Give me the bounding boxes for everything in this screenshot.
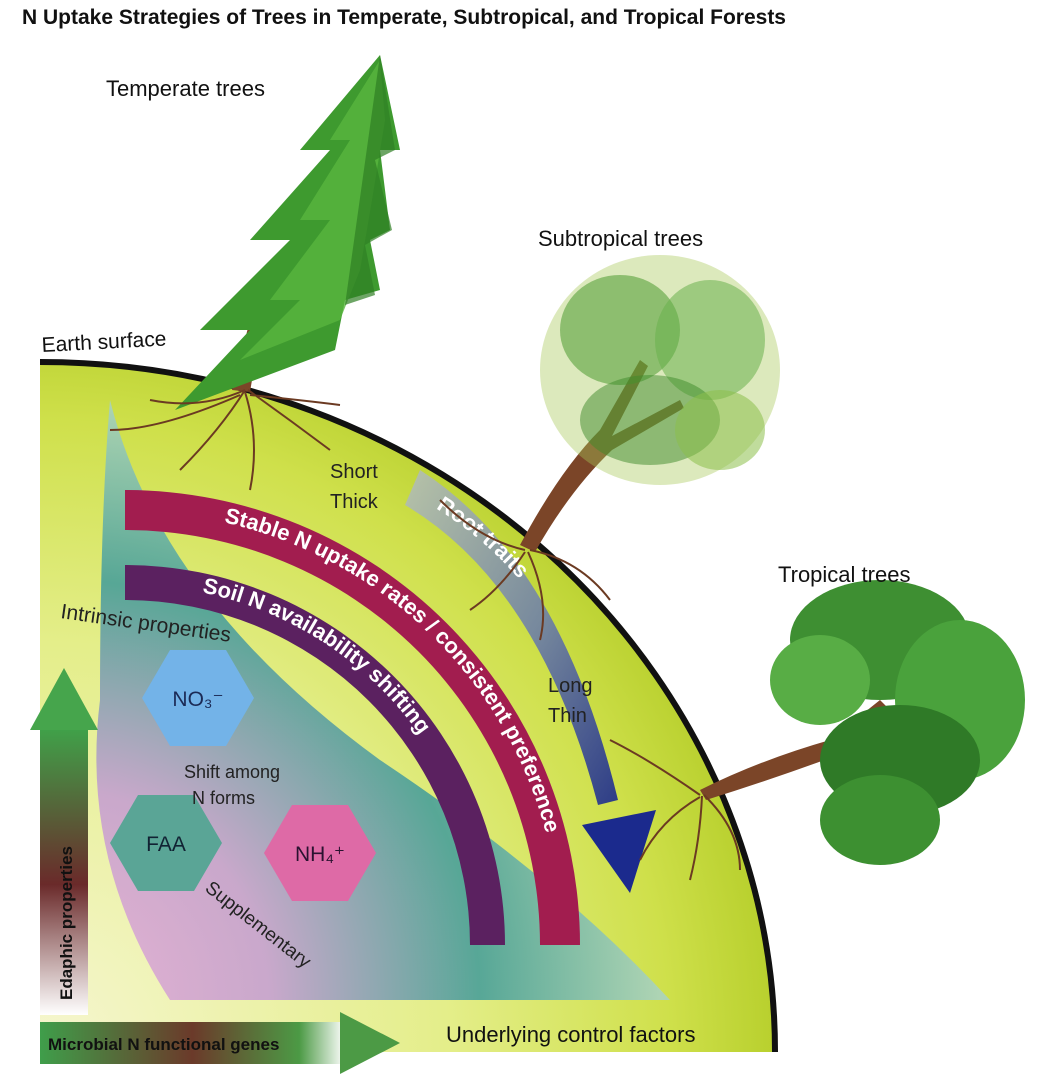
earth-surface-label: Earth surface [41,327,167,357]
subtropical-roots [439,499,611,641]
tropical-tree-icon [700,580,1025,865]
edaphic-label: Edaphic properties [57,846,76,1000]
subtropical-label: Subtropical trees [538,226,703,251]
microbial-arrow [40,1012,400,1074]
thick-label: Thick [330,491,379,513]
microbial-label: Microbial N functional genes [48,1035,279,1054]
tropical-roots [609,739,741,881]
no3-hexagon [142,650,254,746]
broadleaf-tree-icon [520,255,780,552]
nh4-hexagon [264,805,376,901]
conifer-tree-icon [175,55,400,410]
long-label: Long [548,675,593,697]
tropical-label: Tropical trees [778,562,910,587]
stable-uptake-band [125,490,580,945]
faa-label: FAA [146,833,186,856]
short-label: Short [330,461,378,483]
shift-label-line1: Shift among [184,762,280,782]
nh4-label: NH₄⁺ [295,843,345,866]
inner-lens [96,400,670,1000]
root-traits-arrowhead [582,810,656,893]
no3-label: NO₃⁻ [172,688,223,711]
thin-label: Thin [548,705,587,727]
faa-hexagon [110,795,222,891]
temperate-label: Temperate trees [106,76,265,101]
root-traits-arrow [405,470,618,805]
page-title: N Uptake Strategies of Trees in Temperat… [22,6,786,29]
shift-label-line2: N forms [192,788,255,808]
underlying-label: Underlying control factors [446,1022,695,1047]
soil-availability-band [125,565,505,945]
root-system-icon [109,389,341,491]
edaphic-arrow [30,668,98,1015]
